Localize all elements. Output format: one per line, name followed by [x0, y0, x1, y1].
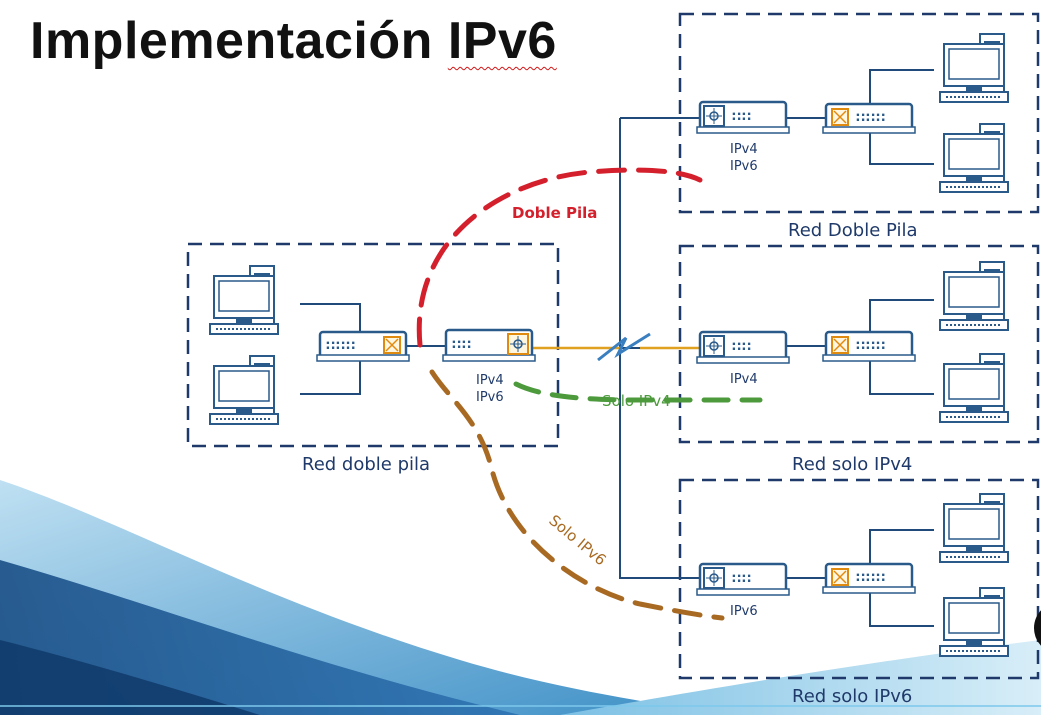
- title-protocol: IPv6: [447, 12, 557, 70]
- router-top-label-2: IPv6: [730, 159, 758, 174]
- switch-left: [315, 330, 411, 363]
- pc-top-2: [939, 123, 1009, 193]
- network-label-mid-right: Red solo IPv4: [792, 454, 912, 475]
- pc-mid-1: [939, 261, 1009, 331]
- pc-left-top: [209, 265, 279, 335]
- router-left: [441, 328, 537, 363]
- router-top-label-1: IPv4: [730, 142, 758, 157]
- slide-title: Implementación IPv6: [30, 6, 557, 76]
- path-label-dual-stack: Doble Pila: [512, 204, 597, 222]
- backbone-wiring: [300, 69, 934, 627]
- router-mid: [695, 330, 791, 365]
- path-label-ipv4-only: Solo IPv4: [602, 392, 671, 410]
- pc-top-1: [939, 33, 1009, 103]
- network-box-left: [186, 242, 560, 448]
- title-main: Implementación: [30, 12, 448, 70]
- wan-link: [532, 332, 700, 362]
- switch-mid: [821, 330, 917, 363]
- background-swoosh: [0, 480, 1041, 715]
- router-mid-label-1: IPv4: [730, 372, 758, 387]
- path-dual-stack: [416, 167, 703, 348]
- path-ipv4-only: [513, 381, 763, 403]
- pc-bottom-1: [939, 493, 1009, 563]
- router-left-label-2: IPv6: [476, 390, 504, 405]
- path-label-ipv6-only: Solo IPv6: [545, 511, 609, 569]
- network-box-mid-right: [678, 244, 1040, 444]
- router-bottom: [695, 562, 791, 597]
- switch-top: [821, 102, 917, 135]
- router-top: [695, 100, 791, 135]
- pc-bottom-2: [939, 587, 1009, 657]
- network-label-bottom-right: Red solo IPv6: [792, 686, 912, 707]
- pc-mid-2: [939, 353, 1009, 423]
- pc-left-bottom: [209, 355, 279, 425]
- router-bottom-label-1: IPv6: [730, 604, 758, 619]
- network-box-top-right: [678, 12, 1040, 214]
- slide-edge-mark: [1034, 610, 1041, 646]
- network-label-top-right: Red Doble Pila: [788, 220, 918, 241]
- router-left-label-1: IPv4: [476, 373, 504, 388]
- network-label-left: Red doble pila: [302, 454, 430, 475]
- switch-bottom: [821, 562, 917, 595]
- path-ipv6-only: [429, 369, 725, 621]
